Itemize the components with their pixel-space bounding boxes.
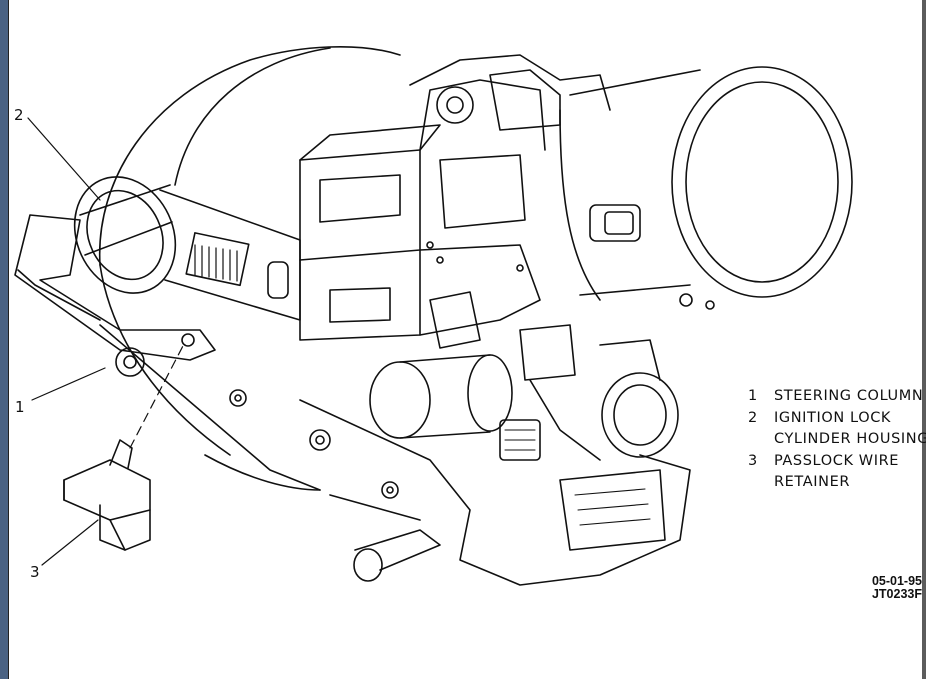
legend-label: PASSLOCK WIRE	[774, 452, 900, 469]
leader-line-1	[31, 367, 106, 401]
legend-item-passlock-retainer: 3 PASSLOCK WIRE	[748, 451, 926, 473]
alignment-dashed-line	[129, 341, 186, 449]
leader-line-3	[41, 519, 99, 566]
figure-stamp: 05-01-95 JT0233F	[840, 575, 922, 601]
ignition-lock-cylinder-housing	[73, 176, 301, 321]
window-left-border	[0, 0, 8, 679]
callout-3: 3	[30, 563, 41, 581]
window-right-border	[922, 0, 926, 679]
leader-line-2	[27, 117, 101, 201]
column-shaft-cylinder	[559, 66, 853, 310]
legend-item-steering-column: 1 STEERING COLUMN	[748, 386, 926, 408]
legend-number: 3	[748, 452, 758, 469]
legend-number: 1	[748, 388, 758, 404]
figure-code: JT0233F	[871, 587, 922, 601]
column-rear-housing	[98, 46, 401, 266]
legend-item-ignition-lock: 2 IGNITION LOCK	[748, 408, 926, 430]
bottom-bracket	[229, 389, 691, 586]
window-left-border-edge	[8, 0, 9, 679]
date-code: 05-01-95	[871, 574, 922, 588]
legend-number: 2	[748, 409, 758, 426]
legend-label-continued: CYLINDER HOUSING	[774, 431, 926, 447]
passlock-wire-retainer	[63, 439, 151, 551]
callout-2: 2	[14, 106, 25, 124]
steering-column-body	[299, 54, 611, 341]
legend-label: IGNITION LOCK	[774, 409, 892, 426]
legend-label: STEERING COLUMN	[774, 388, 924, 404]
mounting-bracket	[14, 214, 216, 361]
parts-legend: 1 STEERING COLUMN 2 IGNITION LOCK CYLIND…	[748, 386, 926, 494]
legend-label-continued: RETAINER	[774, 474, 851, 490]
lower-connectors	[369, 291, 679, 461]
callout-1: 1	[15, 398, 26, 416]
